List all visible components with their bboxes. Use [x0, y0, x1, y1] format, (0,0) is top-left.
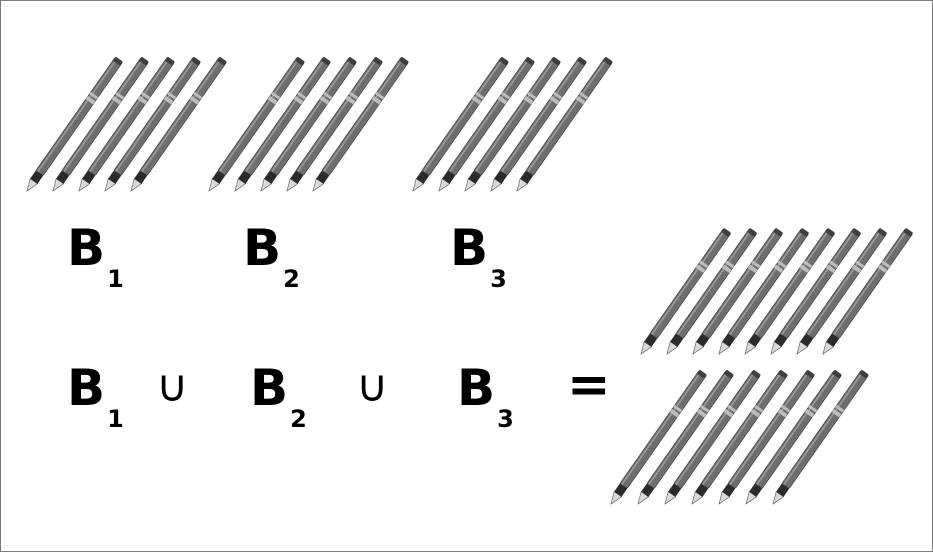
pen-icon [822, 228, 913, 355]
pen-icon [744, 228, 835, 355]
set-index: 1 [107, 405, 124, 433]
pen-icon [490, 57, 587, 192]
set-letter: B [450, 219, 489, 277]
set-letter: B [67, 219, 106, 277]
set-index: 2 [290, 405, 307, 433]
pen-icon [52, 57, 149, 192]
pen-icon [26, 57, 123, 192]
equation-term-b3: B3 [457, 363, 514, 431]
set-index: 2 [283, 265, 300, 293]
set-letter: B [250, 359, 289, 417]
equation-term-b2: B2 [250, 363, 307, 431]
pen-icon [412, 57, 509, 192]
pen-icon [610, 370, 707, 505]
union-symbol-1: ∪ [156, 361, 189, 412]
pen-icon [208, 57, 305, 192]
pen-icon [104, 57, 201, 192]
pen-group-b3 [412, 57, 613, 192]
pen-icon [664, 370, 761, 505]
pen-icon [692, 228, 783, 355]
pen-icon [772, 370, 869, 505]
pen-icon [770, 228, 861, 355]
pen-icon [637, 370, 734, 505]
pen-icon [234, 57, 331, 192]
set-index: 3 [497, 405, 514, 433]
pen-icon [312, 57, 409, 192]
pen-icon [130, 57, 227, 192]
set-letter: B [67, 359, 106, 417]
set-index: 1 [107, 265, 124, 293]
pen-icon [464, 57, 561, 192]
pen-icon [666, 228, 757, 355]
set-label-b3: B3 [450, 223, 507, 291]
equation-term-b1: B1 [67, 363, 124, 431]
pen-icon [691, 370, 788, 505]
pen-group-b2 [208, 57, 409, 192]
pen-icon [640, 228, 731, 355]
pen-group-b1 [26, 57, 227, 192]
union-symbol-2: ∪ [356, 361, 389, 412]
pen-icon [796, 228, 887, 355]
set-label-b2: B2 [243, 223, 300, 291]
pen-icon [286, 57, 383, 192]
set-letter: B [457, 359, 496, 417]
pen-icon [718, 370, 815, 505]
pen-icon [745, 370, 842, 505]
pen-icon [260, 57, 357, 192]
equals-symbol: = [567, 355, 611, 415]
set-index: 3 [490, 265, 507, 293]
pen-group-result [610, 228, 913, 505]
set-label-b1: B1 [67, 223, 124, 291]
pen-icon [78, 57, 175, 192]
pen-icon [438, 57, 535, 192]
pen-icon [516, 57, 613, 192]
set-letter: B [243, 219, 282, 277]
pen-icon [718, 228, 809, 355]
